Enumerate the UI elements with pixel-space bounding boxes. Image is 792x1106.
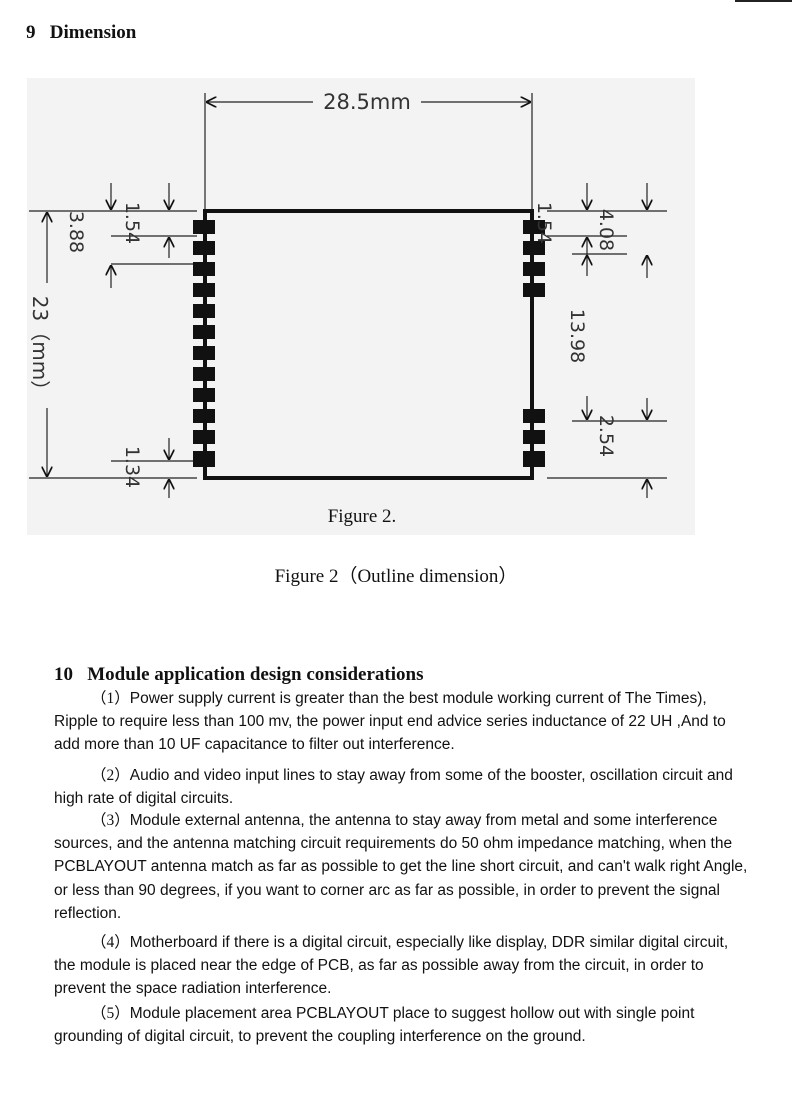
figure-caption: Figure 2（Outline dimension） xyxy=(274,566,518,587)
dim-left-bottom-pad-label: 1.34 xyxy=(121,446,143,488)
dimension-drawing: 28.5mm 23（mm） 3.88 1.54 1.34 1.54 4.08 1… xyxy=(28,90,667,527)
section-9-heading: 9 Dimension xyxy=(26,22,137,43)
section-10-heading: 10 Module application design considerati… xyxy=(54,664,424,685)
dim-right-span-label: 13.98 xyxy=(566,309,588,363)
dim-left-antenna-label: 3.88 xyxy=(65,211,87,253)
dim-right-bottom-pad-label: 2.54 xyxy=(595,415,617,457)
dim-width-label: 28.5mm xyxy=(323,90,411,114)
dim-left-top-pad-label: 1.54 xyxy=(121,202,143,244)
dim-right-antenna-label: 4.08 xyxy=(595,209,617,251)
figure-2-outline-dimension: 28.5mm 23（mm） 3.88 1.54 1.34 1.54 4.08 1… xyxy=(27,78,695,535)
consideration-item-4: （4）Motherboard if there is a digital cir… xyxy=(54,934,729,998)
consideration-item-5: （5）Module placement area PCBLAYOUT place… xyxy=(54,1005,695,1046)
dim-right-top-pad-label: 1.54 xyxy=(533,202,555,244)
figure-inner-caption: Figure 2. xyxy=(328,506,397,527)
consideration-item-2: （2）Audio and video input lines to stay a… xyxy=(54,767,733,808)
module-outline xyxy=(203,209,534,480)
right-pads xyxy=(523,220,545,467)
header-rule xyxy=(735,0,792,2)
dim-height-label: 23（mm） xyxy=(28,296,52,400)
consideration-item-3: （3）Module external antenna, the antenna … xyxy=(54,812,748,922)
consideration-item-1: （1）Power supply current is greater than … xyxy=(54,690,726,754)
left-pads xyxy=(193,220,215,467)
